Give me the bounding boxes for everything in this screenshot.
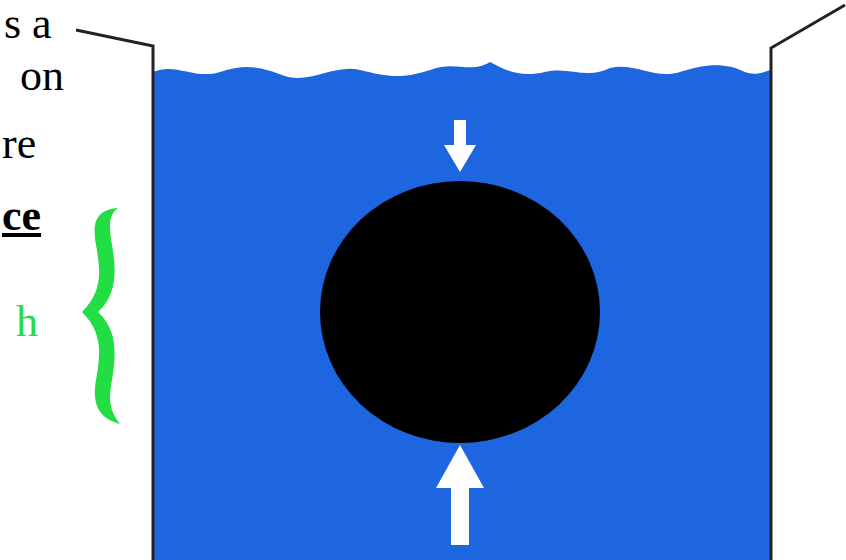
force-arrow-up — [436, 445, 484, 545]
slide-text-fragment: ce — [2, 194, 41, 238]
water — [153, 62, 770, 560]
container-wall — [771, 5, 845, 560]
height-brace — [82, 208, 120, 424]
slide-text-fragment: s a — [4, 2, 52, 46]
submerged-sphere — [320, 181, 600, 443]
height-label: h — [16, 300, 38, 344]
slide-text-fragment: re — [2, 122, 36, 166]
container-wall — [76, 30, 153, 560]
slide-text-fragment: on — [20, 54, 64, 98]
force-arrow-down — [444, 120, 476, 172]
